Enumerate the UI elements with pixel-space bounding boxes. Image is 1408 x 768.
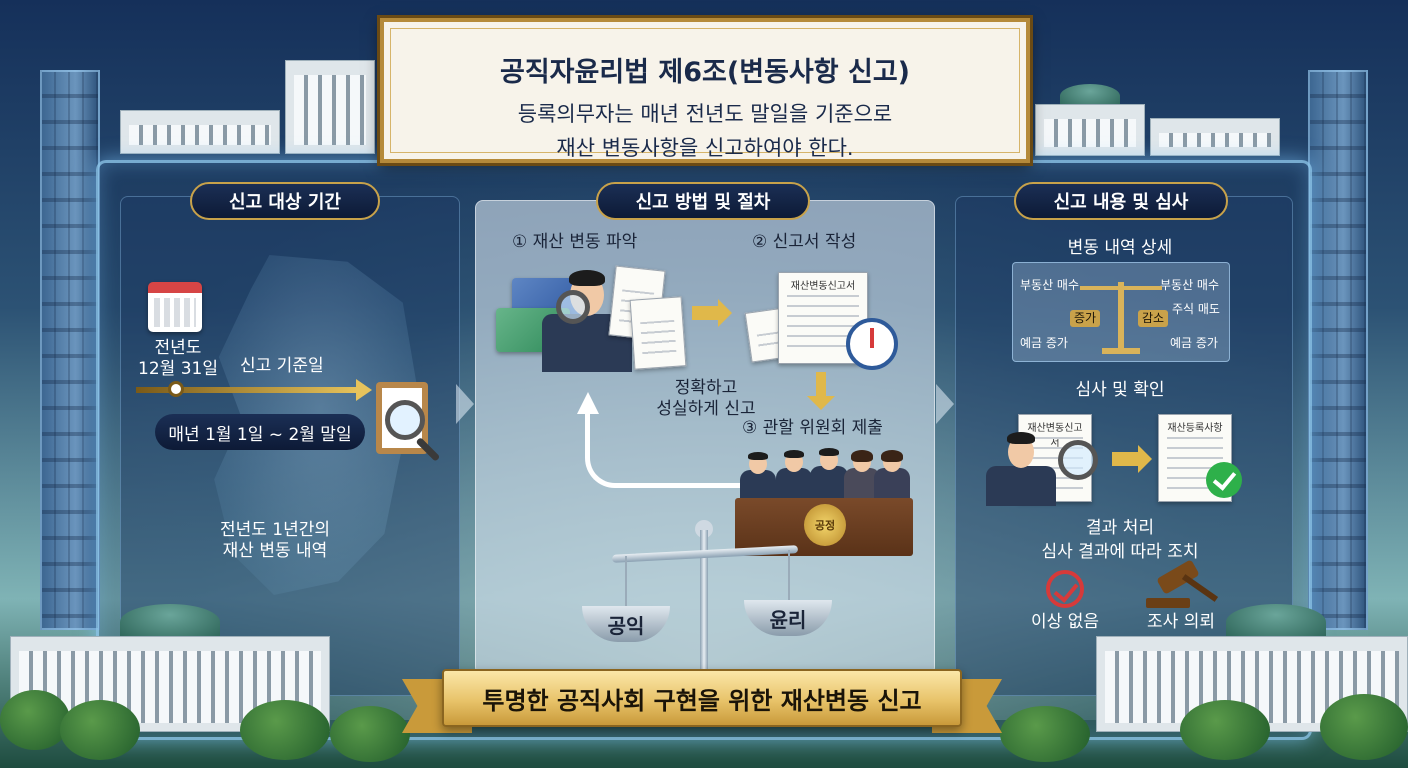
review-title: 심사 및 확인 xyxy=(1075,380,1165,400)
bottom-ribbon-banner: 투명한 공직사회 구현을 위한 재산변동 신고 xyxy=(402,665,1002,745)
review-magnifier-icon xyxy=(1058,440,1098,480)
date-label: 전년도 12월 31일 xyxy=(128,338,228,381)
ribbon-text: 투명한 공직사회 구현을 위한 재산변동 신고 xyxy=(442,669,962,727)
document-stack-2 xyxy=(629,296,687,370)
left-panel-header: 신고 대상 기간 xyxy=(190,182,380,220)
step-3-label: ③ 관할 위원회 제출 xyxy=(742,418,883,438)
no-issue-check-icon xyxy=(1046,570,1084,608)
review-doc-2-title: 재산등록사항 xyxy=(1167,423,1223,434)
title-board: 공직자윤리법 제6조(변동사항 신고) 등록의무자는 매년 전년도 말일을 기준… xyxy=(380,18,1030,163)
top-left-building xyxy=(120,110,280,154)
left-note-line-1: 전년도 1년간의 xyxy=(219,520,331,540)
mini-scale-icon xyxy=(1118,282,1124,352)
result-title: 결과 처리 xyxy=(1086,518,1154,538)
result-investigate: 조사 의뢰 xyxy=(1147,612,1215,632)
tree xyxy=(1180,700,1270,760)
committee-member-2 xyxy=(776,450,812,502)
stopwatch-hand xyxy=(870,328,874,348)
calendar-icon xyxy=(148,282,202,332)
base-date-label: 신고 기준일 xyxy=(240,356,324,376)
title-line-2: 재산 변동사항을 신고하여야 한다. xyxy=(556,136,854,160)
tree xyxy=(1000,706,1090,762)
tree xyxy=(240,700,330,760)
scale-chain-left xyxy=(625,556,627,608)
fairness-seal: 공정 xyxy=(804,504,846,546)
period-banner: 매년 1월 1일 ~ 2월 말일 xyxy=(155,414,365,450)
committee-member-1 xyxy=(740,452,776,502)
result-no-issue: 이상 없음 xyxy=(1031,612,1099,632)
tree xyxy=(1320,694,1408,760)
left-note: 전년도 1년간의 재산 변동 내역 xyxy=(200,520,350,563)
return-arrow xyxy=(585,412,755,488)
accuracy-note-line-1: 정확하고 xyxy=(674,378,738,398)
title-line-1: 등록의무자는 매년 전년도 말일을 기준으로 xyxy=(517,102,893,126)
mini-scale-beam xyxy=(1080,286,1162,290)
step-1-to-2-arrow xyxy=(692,299,732,327)
detail-mid-right-2: 주식 매도 xyxy=(1172,302,1220,316)
committee-member-3 xyxy=(810,448,848,502)
bottom-right-assembly xyxy=(1096,636,1408,732)
return-arrow-head xyxy=(577,392,599,414)
tree xyxy=(330,706,410,762)
scale-post xyxy=(700,530,708,680)
timeline-arrow xyxy=(136,379,372,401)
step-2-to-3-arrow xyxy=(807,372,835,410)
committee-member-5 xyxy=(874,450,910,502)
detail-mid-right: 감소 xyxy=(1138,310,1169,327)
left-to-middle-arrow xyxy=(456,384,474,424)
middle-to-right-arrow xyxy=(936,384,954,424)
mini-scale-base xyxy=(1102,348,1140,354)
review-arrow xyxy=(1112,445,1152,473)
scale-finial xyxy=(695,520,713,538)
reviewer-person xyxy=(986,432,1056,506)
approved-check-icon xyxy=(1206,462,1242,498)
step-1-label: ① 재산 변동 파악 xyxy=(512,232,638,252)
detail-top-left: 부동산 매수 xyxy=(1020,278,1080,292)
result-subtitle: 심사 결과에 따라 조치 xyxy=(1041,542,1199,562)
right-tower-building xyxy=(1308,70,1368,630)
tree xyxy=(0,690,70,750)
top-right-building-2 xyxy=(1150,118,1280,156)
step-2-label: ② 신고서 작성 xyxy=(752,232,857,252)
top-right-building xyxy=(1035,104,1145,156)
title-board-border xyxy=(390,28,1020,153)
tree xyxy=(60,700,140,760)
title-heading: 공직자윤리법 제6조(변동사항 신고) xyxy=(499,57,911,88)
bottom-right-dome xyxy=(1226,604,1326,640)
left-tower-building xyxy=(40,70,100,630)
date-line-2: 12월 31일 xyxy=(138,359,218,380)
date-line-1: 전년도 xyxy=(154,338,202,358)
bottom-left-dome xyxy=(120,604,220,640)
inspect-magnifier-icon xyxy=(556,290,590,324)
detail-mid-left: 증가 xyxy=(1070,310,1101,327)
magnifier-icon xyxy=(385,400,425,440)
top-left-building-2 xyxy=(285,60,375,154)
middle-panel-header: 신고 방법 및 절차 xyxy=(596,182,810,220)
detail-bottom-left: 예금 증가 xyxy=(1020,336,1068,350)
left-note-line-2: 재산 변동 내역 xyxy=(222,541,328,562)
detail-bottom-right: 예금 증가 xyxy=(1170,336,1218,350)
gavel-base xyxy=(1146,598,1190,608)
report-form-title: 재산변동신고서 xyxy=(790,281,856,292)
detail-top-right: 부동산 매수 xyxy=(1160,278,1220,292)
timeline-marker xyxy=(168,381,184,397)
right-panel-header: 신고 내용 및 심사 xyxy=(1014,182,1228,220)
scale-chain-right xyxy=(788,550,790,602)
details-title: 변동 내역 상세 xyxy=(1067,238,1173,258)
